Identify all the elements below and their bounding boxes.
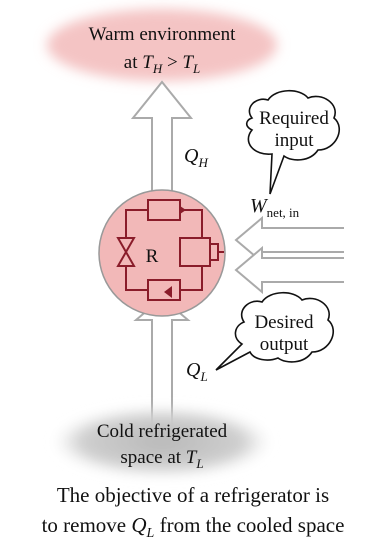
desired-output-line1: Desired [254, 312, 314, 333]
cold-space-label: Cold refrigerated [97, 421, 228, 442]
work-input-arrow-lower [234, 245, 344, 295]
cold-space-cloud: Cold refrigerated space at TL [56, 408, 268, 476]
warm-environment-label: Warm environment [89, 24, 236, 45]
warm-environment-temperature: at TH > TL [124, 52, 200, 76]
compressor-box [179, 237, 211, 267]
required-input-bubble: Required input [245, 89, 340, 195]
warm-environment-cloud: Warm environment at TH > TL [47, 9, 277, 81]
condenser-box [147, 199, 181, 221]
heat-rejected-arrow [130, 80, 194, 199]
expansion-valve-icon [116, 237, 136, 267]
required-input-line1: Required [259, 108, 329, 129]
refrigerator-label: R [146, 246, 159, 267]
desired-output-line2: output [260, 334, 309, 355]
required-input-line2: input [274, 130, 314, 151]
work-input-label: Wnet, in [250, 195, 300, 220]
cold-space-temperature: space at TL [120, 447, 203, 471]
figure-caption: The objective of a refrigerator is to re… [0, 480, 386, 549]
desired-output-bubble: Desired output [215, 291, 334, 371]
heat-absorbed-label: QL [186, 359, 208, 384]
caption-line1: The objective of a refrigerator is [56, 483, 330, 507]
refrigerator-device: R [98, 189, 226, 317]
caption-line2: to remove QL from the cooled space [41, 513, 345, 541]
evaporator-box [147, 279, 181, 301]
heat-rejected-label: QH [184, 145, 208, 170]
